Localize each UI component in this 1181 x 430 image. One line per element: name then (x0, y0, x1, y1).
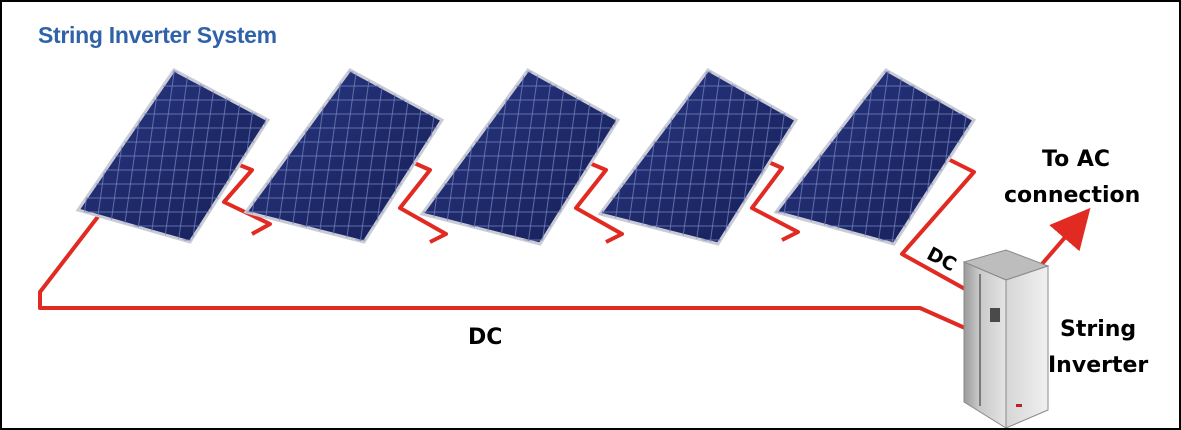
panel-link-4-5 (750, 158, 800, 242)
ac-label-line1: To AC (1042, 147, 1110, 172)
string-inverter (962, 249, 1050, 428)
diagram-title: String Inverter System (38, 22, 277, 48)
panel-2 (243, 68, 445, 244)
inverter-led (1016, 404, 1022, 407)
inverter-side (1005, 265, 1049, 428)
dc-short-wire (900, 154, 976, 296)
panel-5 (773, 68, 977, 246)
panel-link-3-4 (574, 160, 624, 244)
ac-label-line2: connection (1004, 183, 1140, 208)
panel-link-1-2 (222, 160, 272, 236)
panel-4 (597, 68, 799, 246)
inverter-display (990, 308, 1000, 322)
inverter-label-line1: String (1060, 317, 1136, 342)
dc-main-wire (38, 212, 975, 334)
wiring (38, 154, 976, 334)
panel-link-2-3 (398, 160, 448, 244)
inverter-front (963, 261, 1007, 428)
dc-main-label: DC (468, 325, 502, 350)
ac-arrow (1040, 207, 1091, 266)
panel-3 (419, 68, 621, 246)
dc-short-label: DC (923, 243, 960, 276)
panel-1 (75, 68, 271, 244)
inverter-label-line2: Inverter (1048, 353, 1148, 378)
